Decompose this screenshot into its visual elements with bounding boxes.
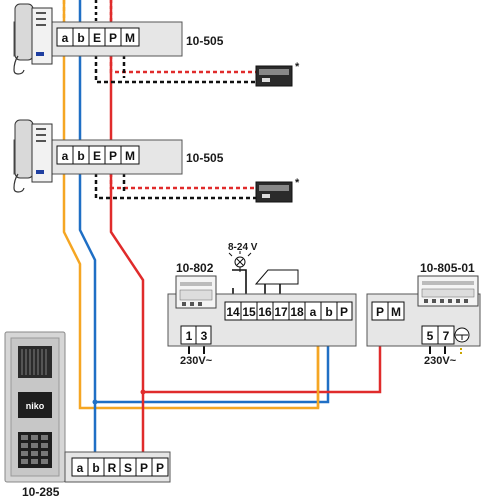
terminal-p2: P (156, 461, 164, 475)
terminal-a: a (62, 149, 69, 163)
controller-mains-terminals: 5 7 (421, 325, 470, 345)
outdoor-terminal-strip: a b R S P P (71, 457, 169, 477)
terminal-b: b (325, 305, 332, 319)
controller: 10-805-01 P M 5 7 230V~ (366, 261, 481, 367)
terminal-b: b (77, 31, 84, 45)
handset-icon (14, 3, 34, 61)
terminal-m: M (125, 149, 135, 163)
terminal-14: 14 (226, 305, 240, 319)
power-supply-model-label: 10-802 (176, 261, 214, 275)
junction-dots (92, 389, 146, 405)
terminal-17: 17 (274, 305, 288, 319)
accessory-device-2: * (255, 177, 300, 203)
controller-terminal-strip: P M (371, 301, 405, 321)
keypad-icon (18, 432, 52, 468)
terminal-m: M (391, 305, 401, 319)
accessory-marker: * (295, 177, 300, 189)
wire-orange (62, 0, 320, 410)
terminal-a: a (310, 305, 317, 319)
terminal-7: 7 (443, 329, 450, 343)
wire-red (109, 0, 145, 462)
indoor-model-label: 10-505 (186, 151, 224, 165)
accessory-device-1: * (255, 61, 300, 87)
terminal-5: 5 (427, 329, 434, 343)
terminal-m: M (125, 31, 135, 45)
ps-mains-terminals: 1 3 (180, 325, 212, 345)
terminal-p1: P (140, 461, 148, 475)
terminal-b: b (77, 149, 84, 163)
indoor-terminal-strip: a b E P M (56, 27, 140, 47)
ps-mains-label: 230V~ (180, 355, 213, 367)
terminal-a: a (62, 31, 69, 45)
terminal-p: P (109, 149, 117, 163)
ps-terminal-strip: 14 15 16 17 18 a b P (224, 301, 353, 321)
terminal-15: 15 (242, 305, 256, 319)
terminal-s: S (124, 461, 132, 475)
terminal-p: P (340, 305, 348, 319)
speaker-grille-icon (18, 346, 52, 378)
indoor-unit-1: a b E P M 10-505 * (13, 3, 300, 87)
lamp-icon (228, 251, 252, 272)
controller-model-label: 10-805-01 (420, 261, 475, 275)
terminal-3: 3 (201, 329, 208, 343)
lamp-voltage-label: 8-24 V (228, 242, 258, 253)
din-module-icon (175, 275, 217, 309)
power-supply: 10-802 8-24 V 14 15 16 (167, 242, 357, 367)
wire-blue (78, 0, 97, 462)
outdoor-panel: niko a b R S P P 10-285 (4, 331, 171, 499)
niko-logo (18, 392, 52, 418)
terminal-b: b (92, 461, 99, 475)
controller-mains-label: 230V~ (424, 355, 457, 367)
terminal-e: E (93, 31, 101, 45)
terminal-a: a (77, 461, 84, 475)
accessory-marker: * (295, 61, 300, 73)
terminal-p: P (376, 305, 384, 319)
handset-icon (14, 119, 34, 179)
indoor-unit-2: a b E P M 10-505 * (13, 119, 300, 203)
indoor-model-label: 10-505 (186, 34, 224, 48)
terminal-r: R (108, 461, 117, 475)
door-lock-icon (254, 269, 299, 285)
indoor-terminal-strip: a b E P M (56, 145, 140, 165)
terminal-p: P (109, 31, 117, 45)
terminal-16: 16 (258, 305, 272, 319)
terminal-18: 18 (290, 305, 304, 319)
terminal-1: 1 (186, 329, 193, 343)
din-rail-module-icon (417, 275, 479, 307)
terminal-e: E (93, 149, 101, 163)
outdoor-model-label: 10-285 (22, 485, 60, 499)
brand-label: niko (26, 401, 45, 411)
